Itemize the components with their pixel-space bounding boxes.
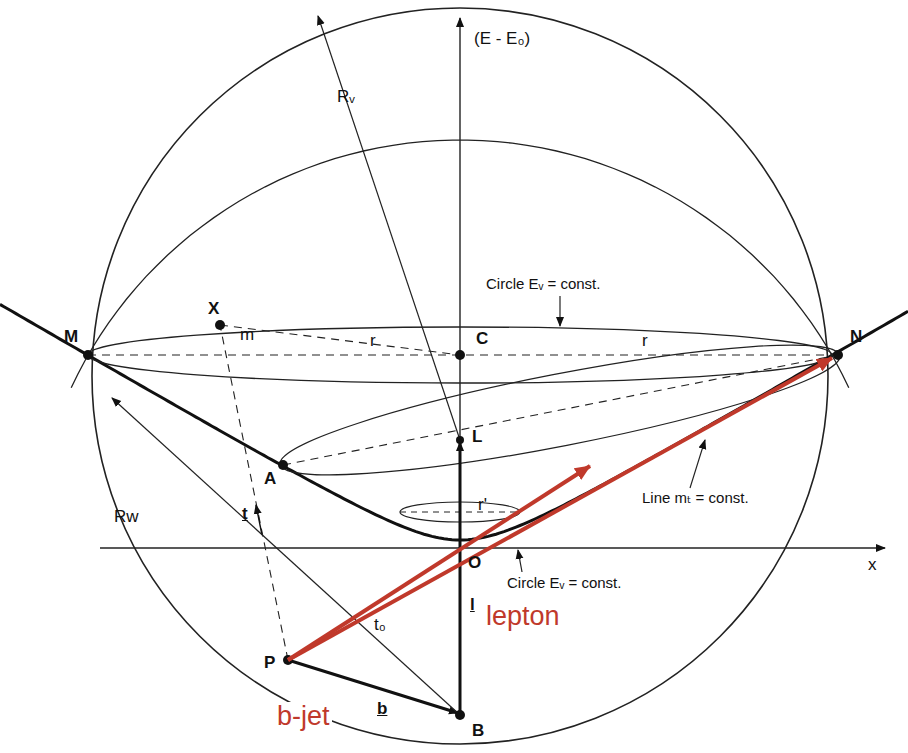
point-label: B: [470, 722, 486, 741]
curve-note: Line mₜ = const.: [640, 490, 751, 507]
point-label: O: [466, 554, 483, 573]
vector-label: b: [375, 700, 389, 719]
dashed-vector: [220, 325, 288, 660]
red-arrow: [288, 358, 832, 660]
point-label: X: [206, 300, 221, 319]
point-label: N: [848, 328, 864, 347]
point-label: L: [470, 428, 484, 447]
radius-line: [318, 16, 460, 440]
point-label: P: [262, 654, 277, 673]
red-arrow: [288, 466, 590, 660]
leader-arrow: [559, 296, 560, 326]
leader-arrow: [518, 550, 522, 572]
axis-label: (E - E₀): [472, 30, 532, 49]
radius-line: [112, 398, 460, 715]
point-label: M: [62, 328, 80, 347]
vector-label: l: [468, 596, 477, 615]
axis-label: x: [866, 556, 879, 575]
angle-label: m: [238, 326, 256, 345]
radius-label: r: [640, 332, 650, 351]
l-vector: [459, 442, 462, 715]
points: [83, 320, 843, 720]
vector-label: t₀: [372, 616, 388, 635]
dashed-radius: [220, 325, 460, 355]
red-label: lepton: [484, 602, 562, 632]
dashed-line: [283, 355, 838, 465]
radius-label: r': [476, 496, 489, 515]
outer-circle: [92, 8, 828, 744]
upper-arc: [71, 140, 849, 388]
leader-arrow: [690, 440, 705, 488]
mass-ellipse: [273, 320, 846, 499]
radius-label: Rᵥ: [335, 88, 357, 107]
radius-label: r: [368, 332, 378, 351]
red-label: b-jet: [275, 702, 332, 732]
radius-label: Rw: [112, 508, 141, 527]
curve-note: Circle Eᵥ = const.: [484, 276, 602, 293]
point-label: A: [262, 470, 278, 489]
vector-label: t: [240, 505, 250, 524]
point-label: C: [474, 330, 490, 349]
curve-note: Circle Eᵥ = const.: [505, 575, 623, 592]
